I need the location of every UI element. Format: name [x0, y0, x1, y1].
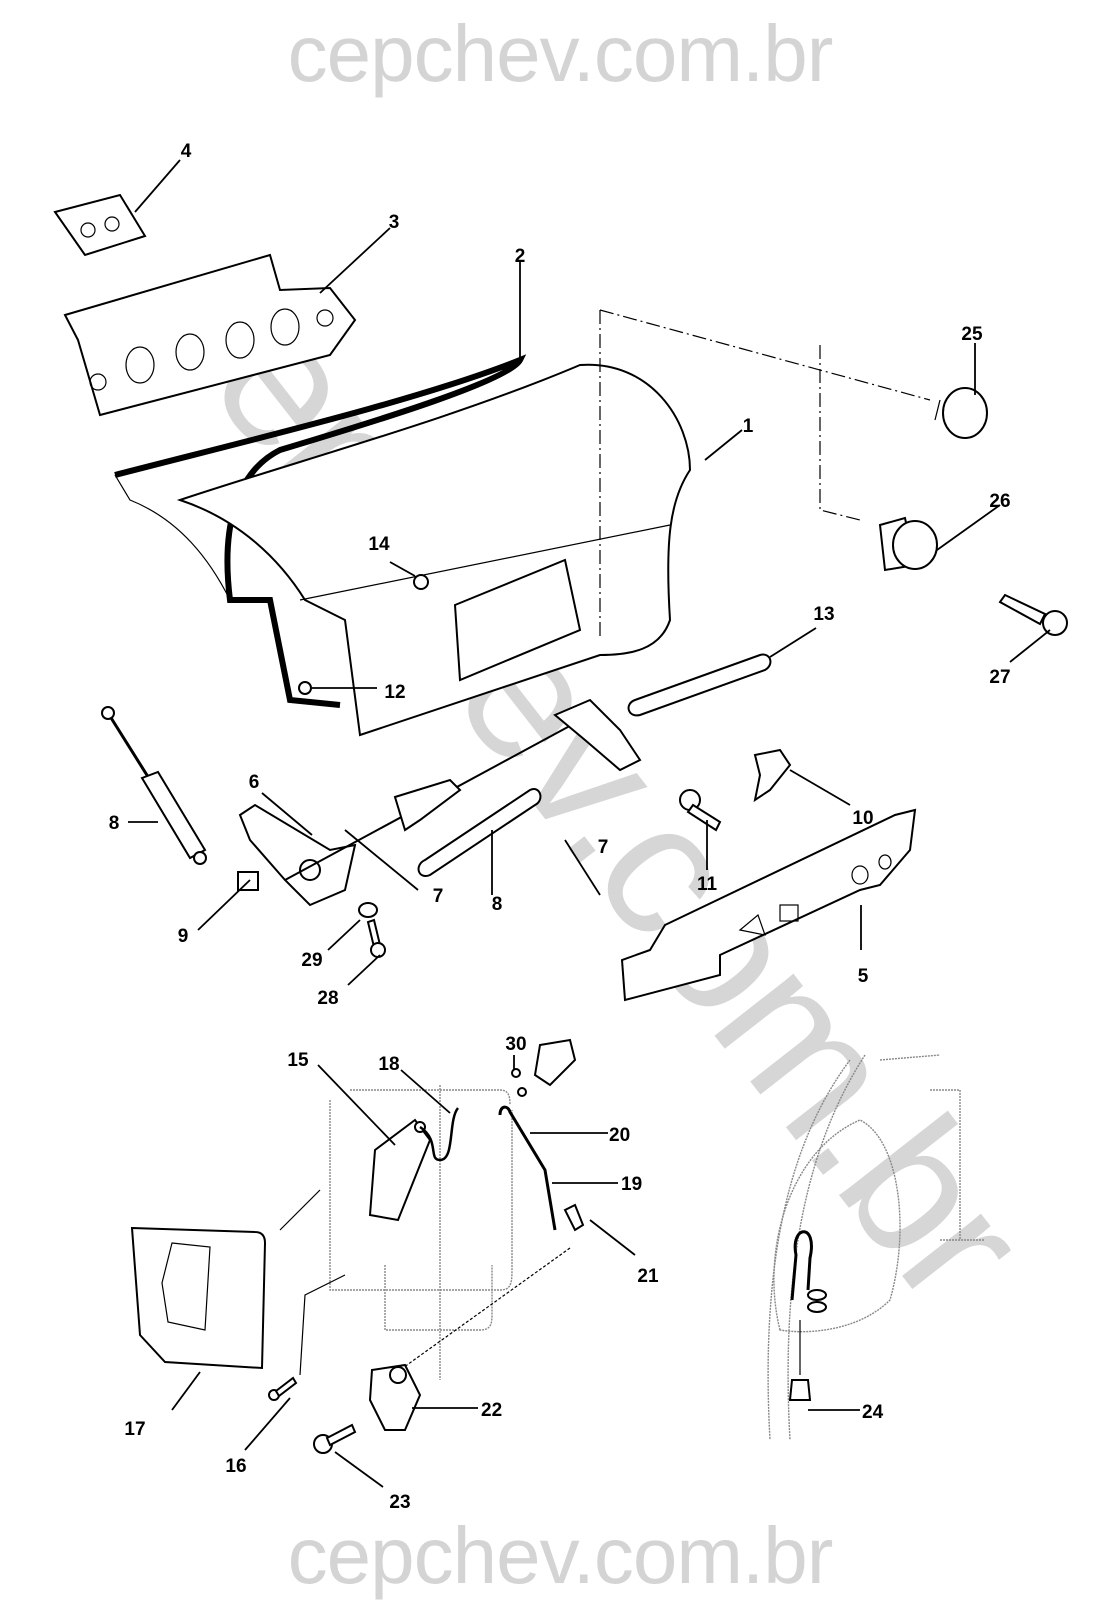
watermark-bottom: cepchev.com.br: [287, 1511, 834, 1600]
callout-30: 29: [301, 950, 322, 971]
callout-14: 13: [813, 604, 834, 625]
part-18-trim-cover: [130, 1226, 267, 1370]
part-7-striker: [553, 698, 642, 772]
body-outline-right: [767, 1054, 985, 1441]
callout-12: 11: [697, 874, 718, 895]
callout-24: 23: [389, 1492, 410, 1513]
callout-21: 20: [609, 1125, 630, 1146]
part-12-bolt: [679, 789, 722, 832]
callout-16: 15: [287, 1050, 309, 1071]
body-outline-left: [329, 1085, 513, 1380]
part-14-handle: [627, 653, 772, 717]
callout-leaders: [128, 159, 1051, 1488]
part-19-rod: [419, 1107, 460, 1162]
part-31-switch: [533, 1038, 577, 1087]
part-8-foam-strip: [417, 788, 542, 877]
part-22-clip: [563, 1203, 585, 1232]
callout-19: 18: [378, 1054, 399, 1075]
callout-6: 6: [249, 772, 260, 793]
callout-31: 30: [505, 1034, 526, 1055]
part-27-grommet: [878, 516, 938, 572]
part-2-weatherstrip-inner: [114, 474, 231, 601]
part-20-rod: [498, 1105, 557, 1231]
alignment-line: [819, 345, 861, 521]
part-24-bolt: [313, 1423, 357, 1454]
callout-11: 10: [852, 808, 873, 829]
part-7-lock-bracket: [393, 778, 462, 832]
assembly-leader: [399, 1247, 571, 1371]
part-25-harness-grommet: [788, 1230, 827, 1401]
callout-28: 27: [989, 667, 1010, 688]
part-13-clip: [298, 681, 312, 695]
callout-22: 21: [637, 1266, 659, 1287]
callout-2: 2: [515, 246, 526, 267]
part-31-nut: [511, 1068, 521, 1078]
part-23-lock-cylinder: [368, 1363, 422, 1431]
callout-13: 12: [384, 682, 405, 703]
callout-29: 28: [317, 988, 338, 1009]
part-16-actuator: [368, 1118, 432, 1222]
part-1-trunk-lid: [176, 363, 692, 737]
callout-23: 22: [481, 1400, 502, 1421]
callout-3: 3: [389, 212, 400, 233]
callout-9: 8: [109, 813, 120, 834]
alignment-line: [599, 309, 931, 401]
watermark-top: cepchev.com.br: [287, 9, 834, 98]
part-9-gas-strut: [101, 706, 207, 865]
callout-1: 1: [743, 416, 754, 437]
part-17-screw: [268, 1376, 298, 1401]
callout-25: 24: [862, 1402, 884, 1423]
assembly-leader: [279, 1189, 321, 1231]
callout-18: 17: [124, 1419, 145, 1440]
callout-15: 14: [368, 534, 390, 555]
part-26-bumper: [934, 387, 988, 439]
part-6-hinge: [238, 803, 357, 907]
callout-27: 26: [989, 491, 1010, 512]
part-4-plate: [53, 193, 147, 257]
callout-4: 4: [181, 141, 192, 162]
part-28-screw: [998, 593, 1068, 636]
callout-10: 9: [178, 926, 189, 947]
assembly-leader: [299, 1274, 346, 1376]
callout-5: 5: [858, 966, 869, 987]
part-29-bolt: [366, 918, 386, 958]
part-11-clip: [753, 748, 792, 803]
part-21-nut: [517, 1087, 527, 1097]
callout-8: 8: [492, 894, 503, 915]
callout-17: 16: [225, 1456, 246, 1477]
part-30-washer: [358, 902, 378, 918]
callout-20: 19: [621, 1174, 642, 1195]
callout-26: 25: [961, 324, 983, 345]
callout-7-left: 7: [433, 886, 444, 907]
callout-7-right: 7: [598, 837, 609, 858]
part-3-rear-panel: [63, 253, 357, 417]
part-5-reinforcement: [620, 808, 917, 1002]
